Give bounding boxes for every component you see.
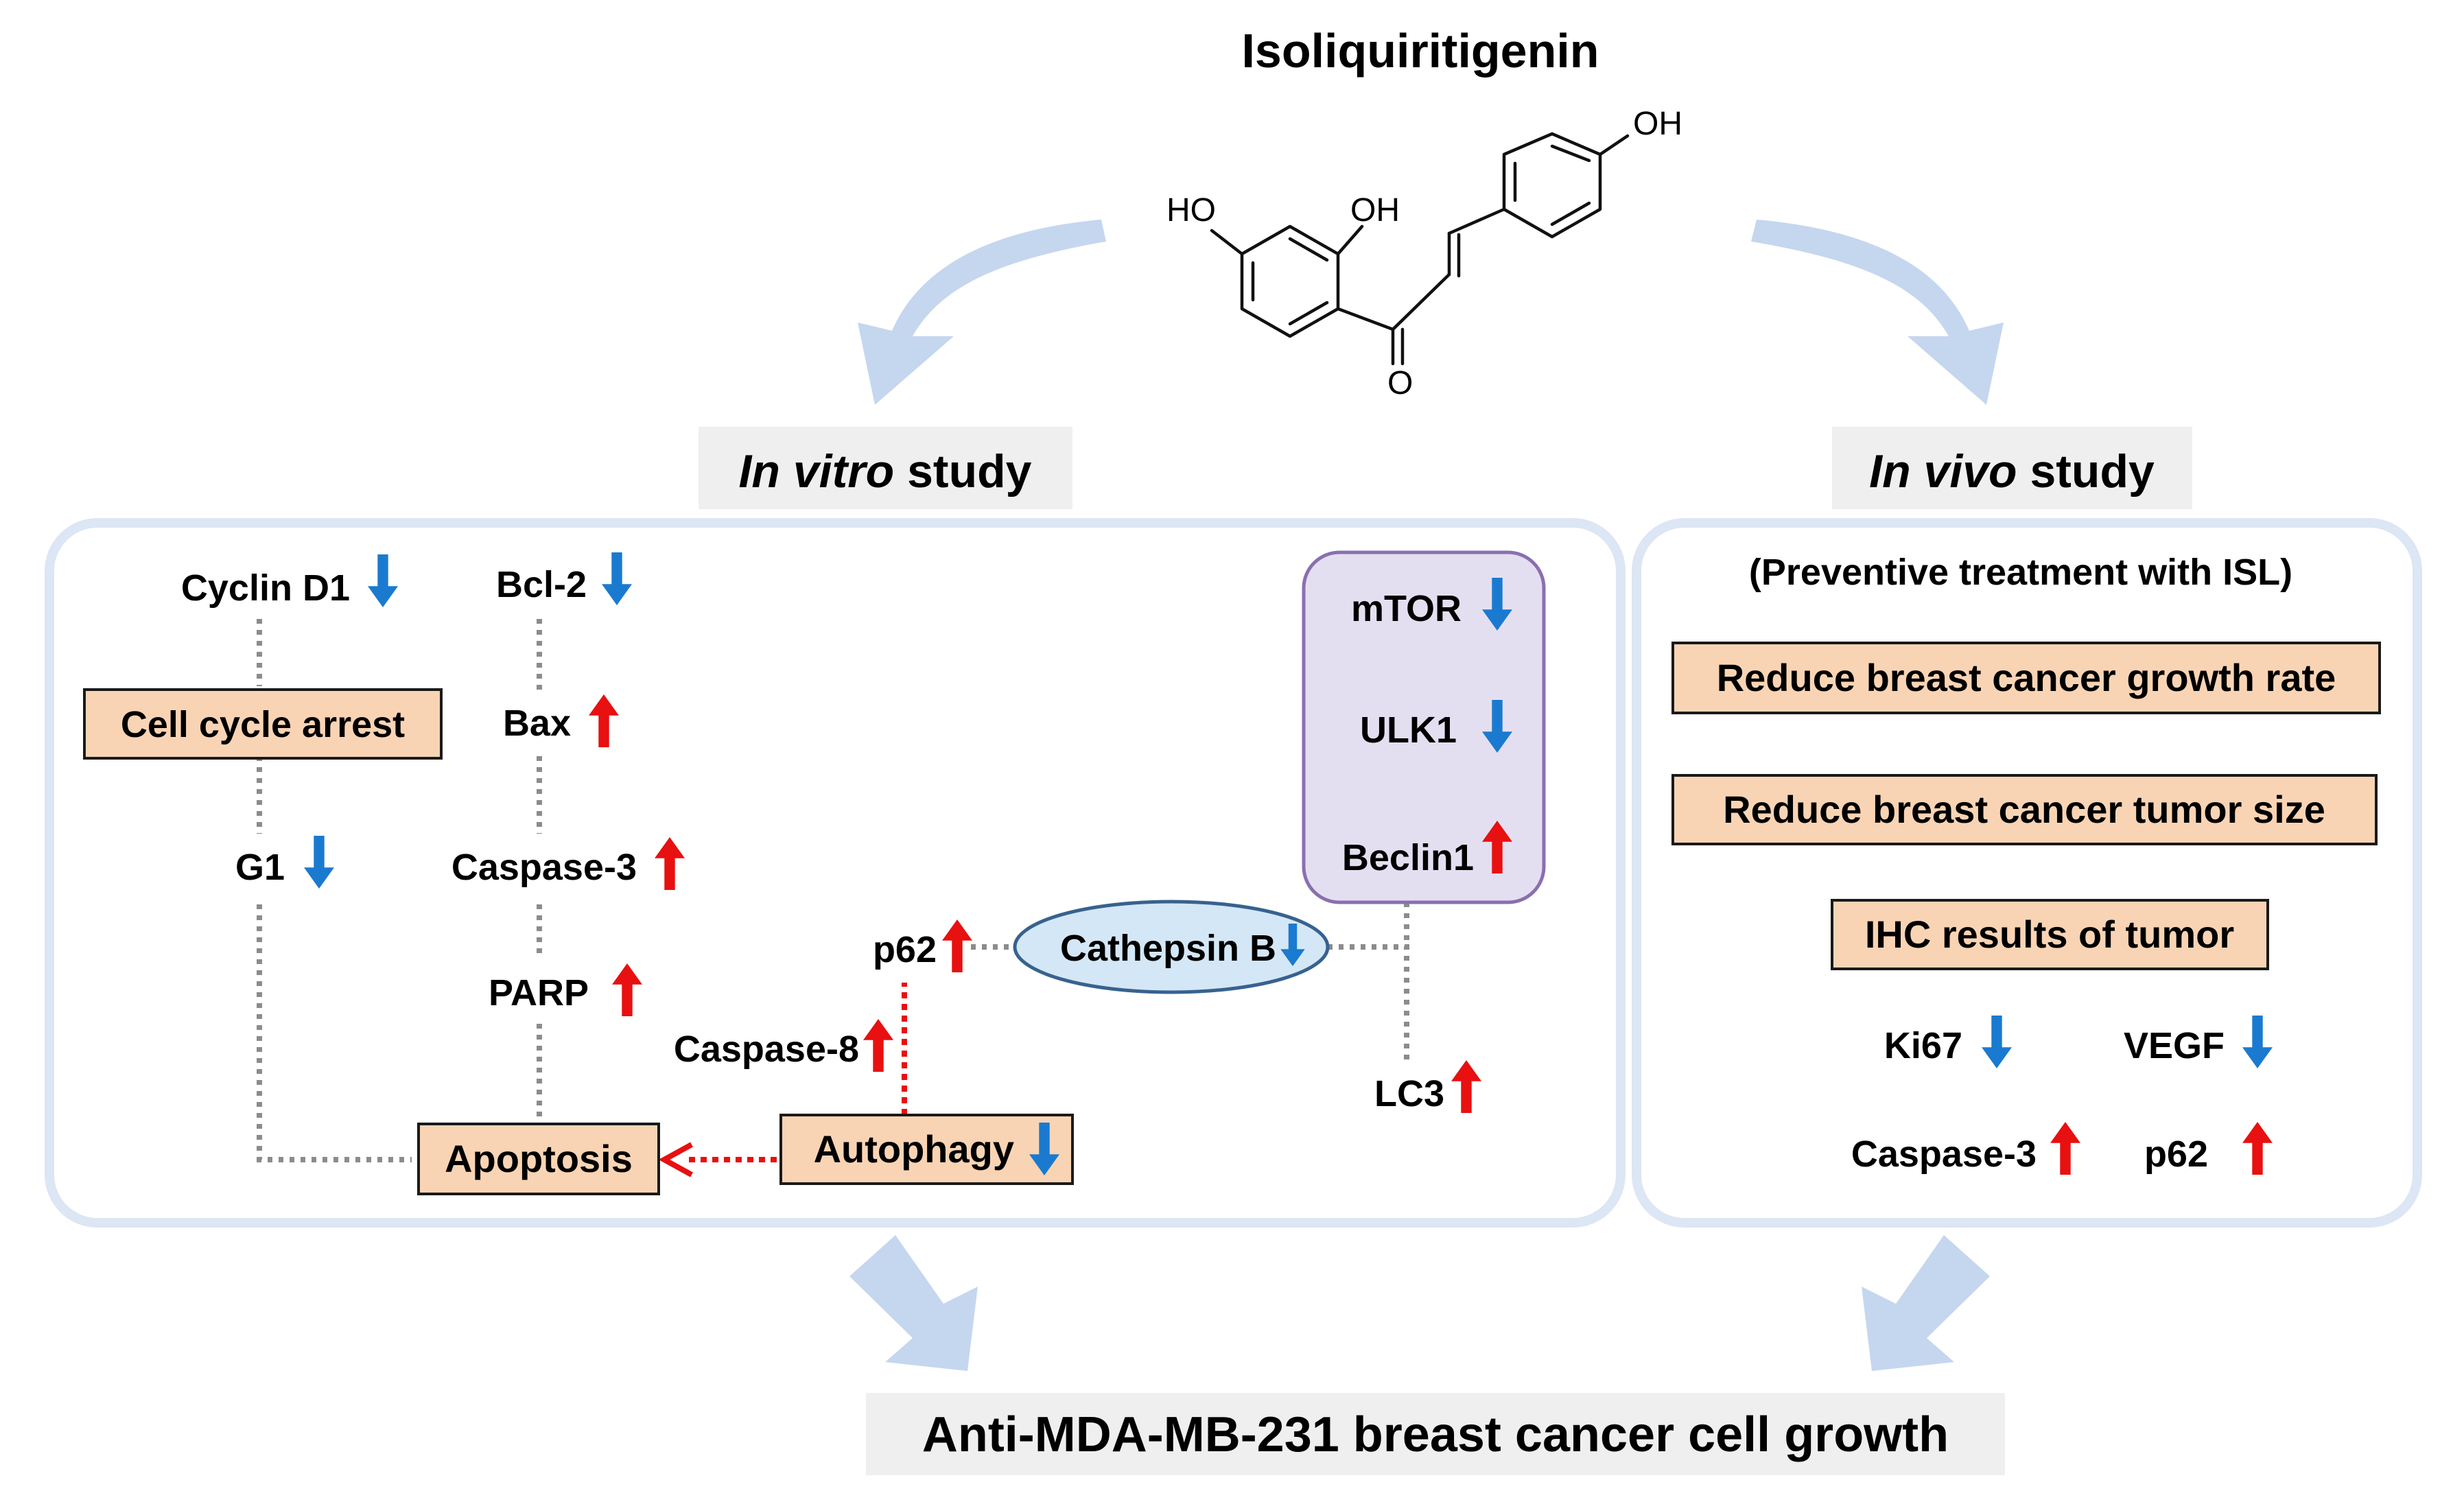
- g1-down-arrow-icon: [304, 836, 334, 889]
- caspase3-up-arrow-icon: [655, 837, 685, 890]
- flow-arrow-bottom-right: [1862, 1235, 1990, 1371]
- ho-label: HO: [1166, 192, 1216, 228]
- in-vitro-panel: [45, 518, 1626, 1228]
- ki67-label: Ki67: [1884, 1025, 1962, 1066]
- lc3-up-arrow-icon: [1451, 1060, 1481, 1113]
- cyclin-d1-label: Cyclin D1: [181, 567, 350, 609]
- in-vitro-title: In vitro study: [739, 445, 1032, 497]
- in-vivo-p62-up-arrow-icon: [2242, 1122, 2273, 1175]
- apoptosis-label: Apoptosis: [445, 1137, 633, 1180]
- parp-label: PARP: [489, 972, 589, 1013]
- flow-arrow-left: [858, 220, 1106, 405]
- in-vivo-title: In vivo study: [1869, 445, 2155, 497]
- lc3-label: LC3: [1374, 1073, 1444, 1114]
- isoliquiritigenin-structure: HO OH OH O: [1166, 106, 1682, 401]
- in-vivo-caspase3-up-arrow-icon: [2050, 1122, 2080, 1175]
- conclusion-label: Anti-MDA-MB-231 breast cancer cell growt…: [922, 1407, 1949, 1462]
- autophagy-box: [779, 1114, 1074, 1185]
- beclin1-label: Beclin1: [1342, 837, 1474, 878]
- bcl2-label: Bcl-2: [496, 564, 587, 605]
- cyclin-d1-down-arrow-icon: [368, 554, 398, 607]
- caspase3-label: Caspase-3: [451, 847, 637, 888]
- in-vivo-panel: [1632, 518, 2422, 1228]
- caspase8-label: Caspase-8: [674, 1029, 859, 1070]
- mtor-pathway-box: [1302, 550, 1546, 904]
- p62-label: p62: [873, 929, 937, 970]
- tumor-size-box: [1671, 774, 2378, 845]
- cell-cycle-arrest-label: Cell cycle arrest: [121, 704, 405, 745]
- caspase8-up-arrow-icon: [863, 1019, 893, 1072]
- ihc-results-label: IHC results of tumor: [1865, 913, 2234, 956]
- apoptosis-box: [417, 1123, 660, 1195]
- tumor-size-label: Reduce breast cancer tumor size: [1723, 788, 2325, 831]
- conclusion-banner: [866, 1393, 2005, 1475]
- vegf-label: VEGF: [2124, 1025, 2225, 1066]
- bax-label: Bax: [503, 703, 571, 744]
- growth-rate-box: [1671, 642, 2381, 714]
- carbonyl-o-label: O: [1387, 365, 1413, 401]
- in-vivo-subtitle: (Preventive treatment with ISL): [1749, 552, 2292, 593]
- oh-label-middle: OH: [1350, 192, 1400, 228]
- bax-up-arrow-icon: [589, 694, 619, 747]
- in-vitro-banner: [699, 427, 1072, 509]
- ki67-down-arrow-icon: [1982, 1016, 2012, 1068]
- in-vivo-caspase3-label: Caspase-3: [1851, 1134, 2037, 1175]
- p62-up-arrow-icon: [942, 919, 972, 972]
- in-vivo-banner: [1832, 427, 2192, 509]
- ulk1-label: ULK1: [1360, 710, 1457, 751]
- parp-up-arrow-icon: [612, 963, 642, 1016]
- flow-arrow-bottom-left: [849, 1235, 978, 1371]
- autophagy-label: Autophagy: [814, 1127, 1014, 1171]
- compound-title: Isoliquiritigenin: [1241, 24, 1599, 78]
- growth-rate-label: Reduce breast cancer growth rate: [1717, 656, 2336, 699]
- cathepsin-b-label: Cathepsin B: [1060, 928, 1276, 969]
- flow-arrow-right: [1751, 220, 2004, 405]
- bcl2-down-arrow-icon: [602, 552, 632, 605]
- mtor-label: mTOR: [1351, 588, 1462, 629]
- cell-cycle-arrest-box: [83, 688, 443, 760]
- in-vivo-p62-label: p62: [2144, 1134, 2208, 1175]
- cathepsin-b-ellipse: [1013, 900, 1330, 994]
- ihc-results-box: [1831, 899, 2269, 970]
- g1-label: G1: [235, 847, 285, 888]
- vegf-down-arrow-icon: [2242, 1016, 2273, 1068]
- oh-label-top: OH: [1633, 106, 1682, 142]
